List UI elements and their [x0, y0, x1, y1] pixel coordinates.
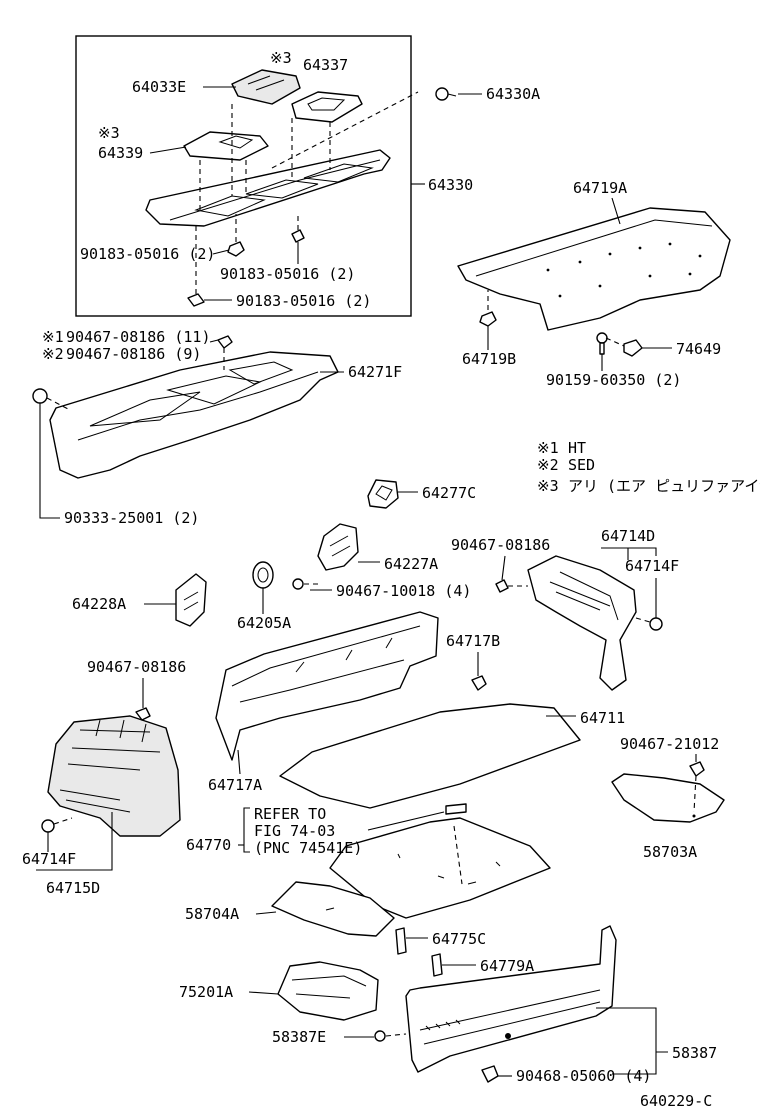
callout-90467-21012: 90467-21012: [620, 735, 719, 753]
callout-90183-b: 90183-05016 (2): [220, 265, 355, 283]
callout-64719A: 64719A: [573, 179, 627, 197]
callout-90467-10018: 90467-10018 (4): [336, 582, 471, 600]
marker-note2: ※2: [42, 345, 64, 363]
clip-90183-b: [291, 212, 305, 243]
callout-64711: 64711: [580, 709, 625, 727]
callout-90159: 90159-60350 (2): [546, 371, 681, 389]
clip-64330A: [435, 87, 457, 101]
callout-64337: 64337: [303, 56, 348, 74]
part-64715D-trim: [47, 715, 181, 837]
bolt-90467-10018: [292, 578, 318, 590]
callout-64775C: 64775C: [432, 930, 486, 948]
clip-90467-21012: [689, 761, 705, 813]
clip-90467-right: [495, 579, 528, 593]
clip-64717B: [471, 675, 487, 691]
part-75201A-tray: [277, 961, 379, 1021]
legend-text-2: SED: [568, 456, 595, 474]
clip-64719B: [479, 290, 497, 327]
callout-90467-08186-l: 90467-08186: [87, 658, 186, 676]
callout-58703A: 58703A: [643, 843, 697, 861]
callout-64715D: 64715D: [46, 879, 100, 897]
part-64775C: [395, 927, 407, 955]
clip-90467-left: [135, 707, 151, 721]
inset-frame: [75, 35, 412, 317]
legend-text-3: アリ (エア ピュリファアイヤ): [568, 477, 760, 495]
clip-90183-c: [187, 222, 205, 307]
part-64714D-trim: [527, 555, 637, 691]
callout-58704A: 58704A: [185, 905, 239, 923]
callout-64339: 64339: [98, 144, 143, 162]
part-58387-sill: [405, 925, 617, 1073]
callout-64271F: 64271F: [348, 363, 402, 381]
part-64339-pad: [183, 131, 269, 161]
callout-64719B: 64719B: [462, 350, 516, 368]
tab-64770: [445, 803, 467, 815]
clip-90468: [481, 1065, 499, 1083]
callout-64277C: 64277C: [422, 484, 476, 502]
part-58703A-mat: [611, 773, 725, 823]
refer-line-2: FIG 74-03: [254, 822, 335, 840]
part-64711-mat: [279, 703, 581, 809]
callout-90467-08186-r: 90467-08186: [451, 536, 550, 554]
refer-line-1: REFER TO: [254, 805, 326, 823]
cap-64714F-right: [635, 617, 663, 631]
part-64717A-trim: [215, 611, 439, 761]
clip-58387E: [374, 1030, 407, 1042]
legend-marker-1: ※1: [537, 439, 559, 457]
refer-line-3: (PNC 74541E): [254, 839, 362, 857]
legend-text-1: HT: [568, 439, 586, 457]
marker-note3-b: ※3: [98, 124, 120, 142]
part-64228A: [175, 573, 207, 627]
callout-90333: 90333-25001 (2): [64, 509, 199, 527]
part-64271F-panel: [49, 351, 339, 479]
part-64719A-trim: [457, 207, 731, 331]
part-64277C: [367, 479, 399, 509]
clip-90467-top: [217, 335, 233, 370]
callout-64714F-l: 64714F: [22, 850, 76, 868]
part-64779A: [431, 953, 443, 977]
part-64770-board: [329, 817, 551, 919]
callout-64717B: 64717B: [446, 632, 500, 650]
callout-74649: 74649: [676, 340, 721, 358]
callout-64717A: 64717A: [208, 776, 262, 794]
legend-marker-2: ※2: [537, 456, 559, 474]
diagram-id: 640229-C: [640, 1092, 712, 1110]
callout-90183-a: 90183-05016 (2): [80, 245, 215, 263]
cap-90333: [32, 388, 71, 411]
callout-90468: 90468-05060 (4): [516, 1067, 651, 1085]
bolt-90159: [596, 332, 608, 355]
callout-90467-08186-9: 90467-08186 (9): [66, 345, 201, 363]
callout-58387: 58387: [672, 1044, 717, 1062]
cap-64714F-left: [41, 817, 73, 833]
callout-64227A: 64227A: [384, 555, 438, 573]
callout-64770: 64770: [186, 836, 231, 854]
part-64205A: [252, 561, 274, 589]
callout-64033E: 64033E: [132, 78, 186, 96]
legend-marker-3: ※3: [537, 477, 559, 495]
part-64330-tray: [145, 149, 391, 227]
callout-90467-08186-11: 90467-08186 (11): [66, 328, 211, 346]
callout-75201A: 75201A: [179, 983, 233, 1001]
callout-90183-c: 90183-05016 (2): [236, 292, 371, 310]
callout-64779A: 64779A: [480, 957, 534, 975]
part-64337-pad: [291, 91, 363, 123]
callout-58387E: 58387E: [272, 1028, 326, 1046]
callout-64714F-r: 64714F: [625, 557, 679, 575]
part-64227A: [317, 523, 359, 571]
clip-90183-a: [227, 214, 245, 257]
part-64033E-cover: [231, 69, 301, 105]
part-58704A-board: [271, 881, 395, 937]
callout-64330: 64330: [428, 176, 473, 194]
marker-note1: ※1: [42, 328, 64, 346]
clip-74649: [623, 339, 643, 357]
marker-note3-a: ※3: [270, 49, 292, 67]
callout-64714D: 64714D: [601, 527, 655, 545]
callout-64228A: 64228A: [72, 595, 126, 613]
callout-64330A: 64330A: [486, 85, 540, 103]
callout-64205A: 64205A: [237, 614, 291, 632]
